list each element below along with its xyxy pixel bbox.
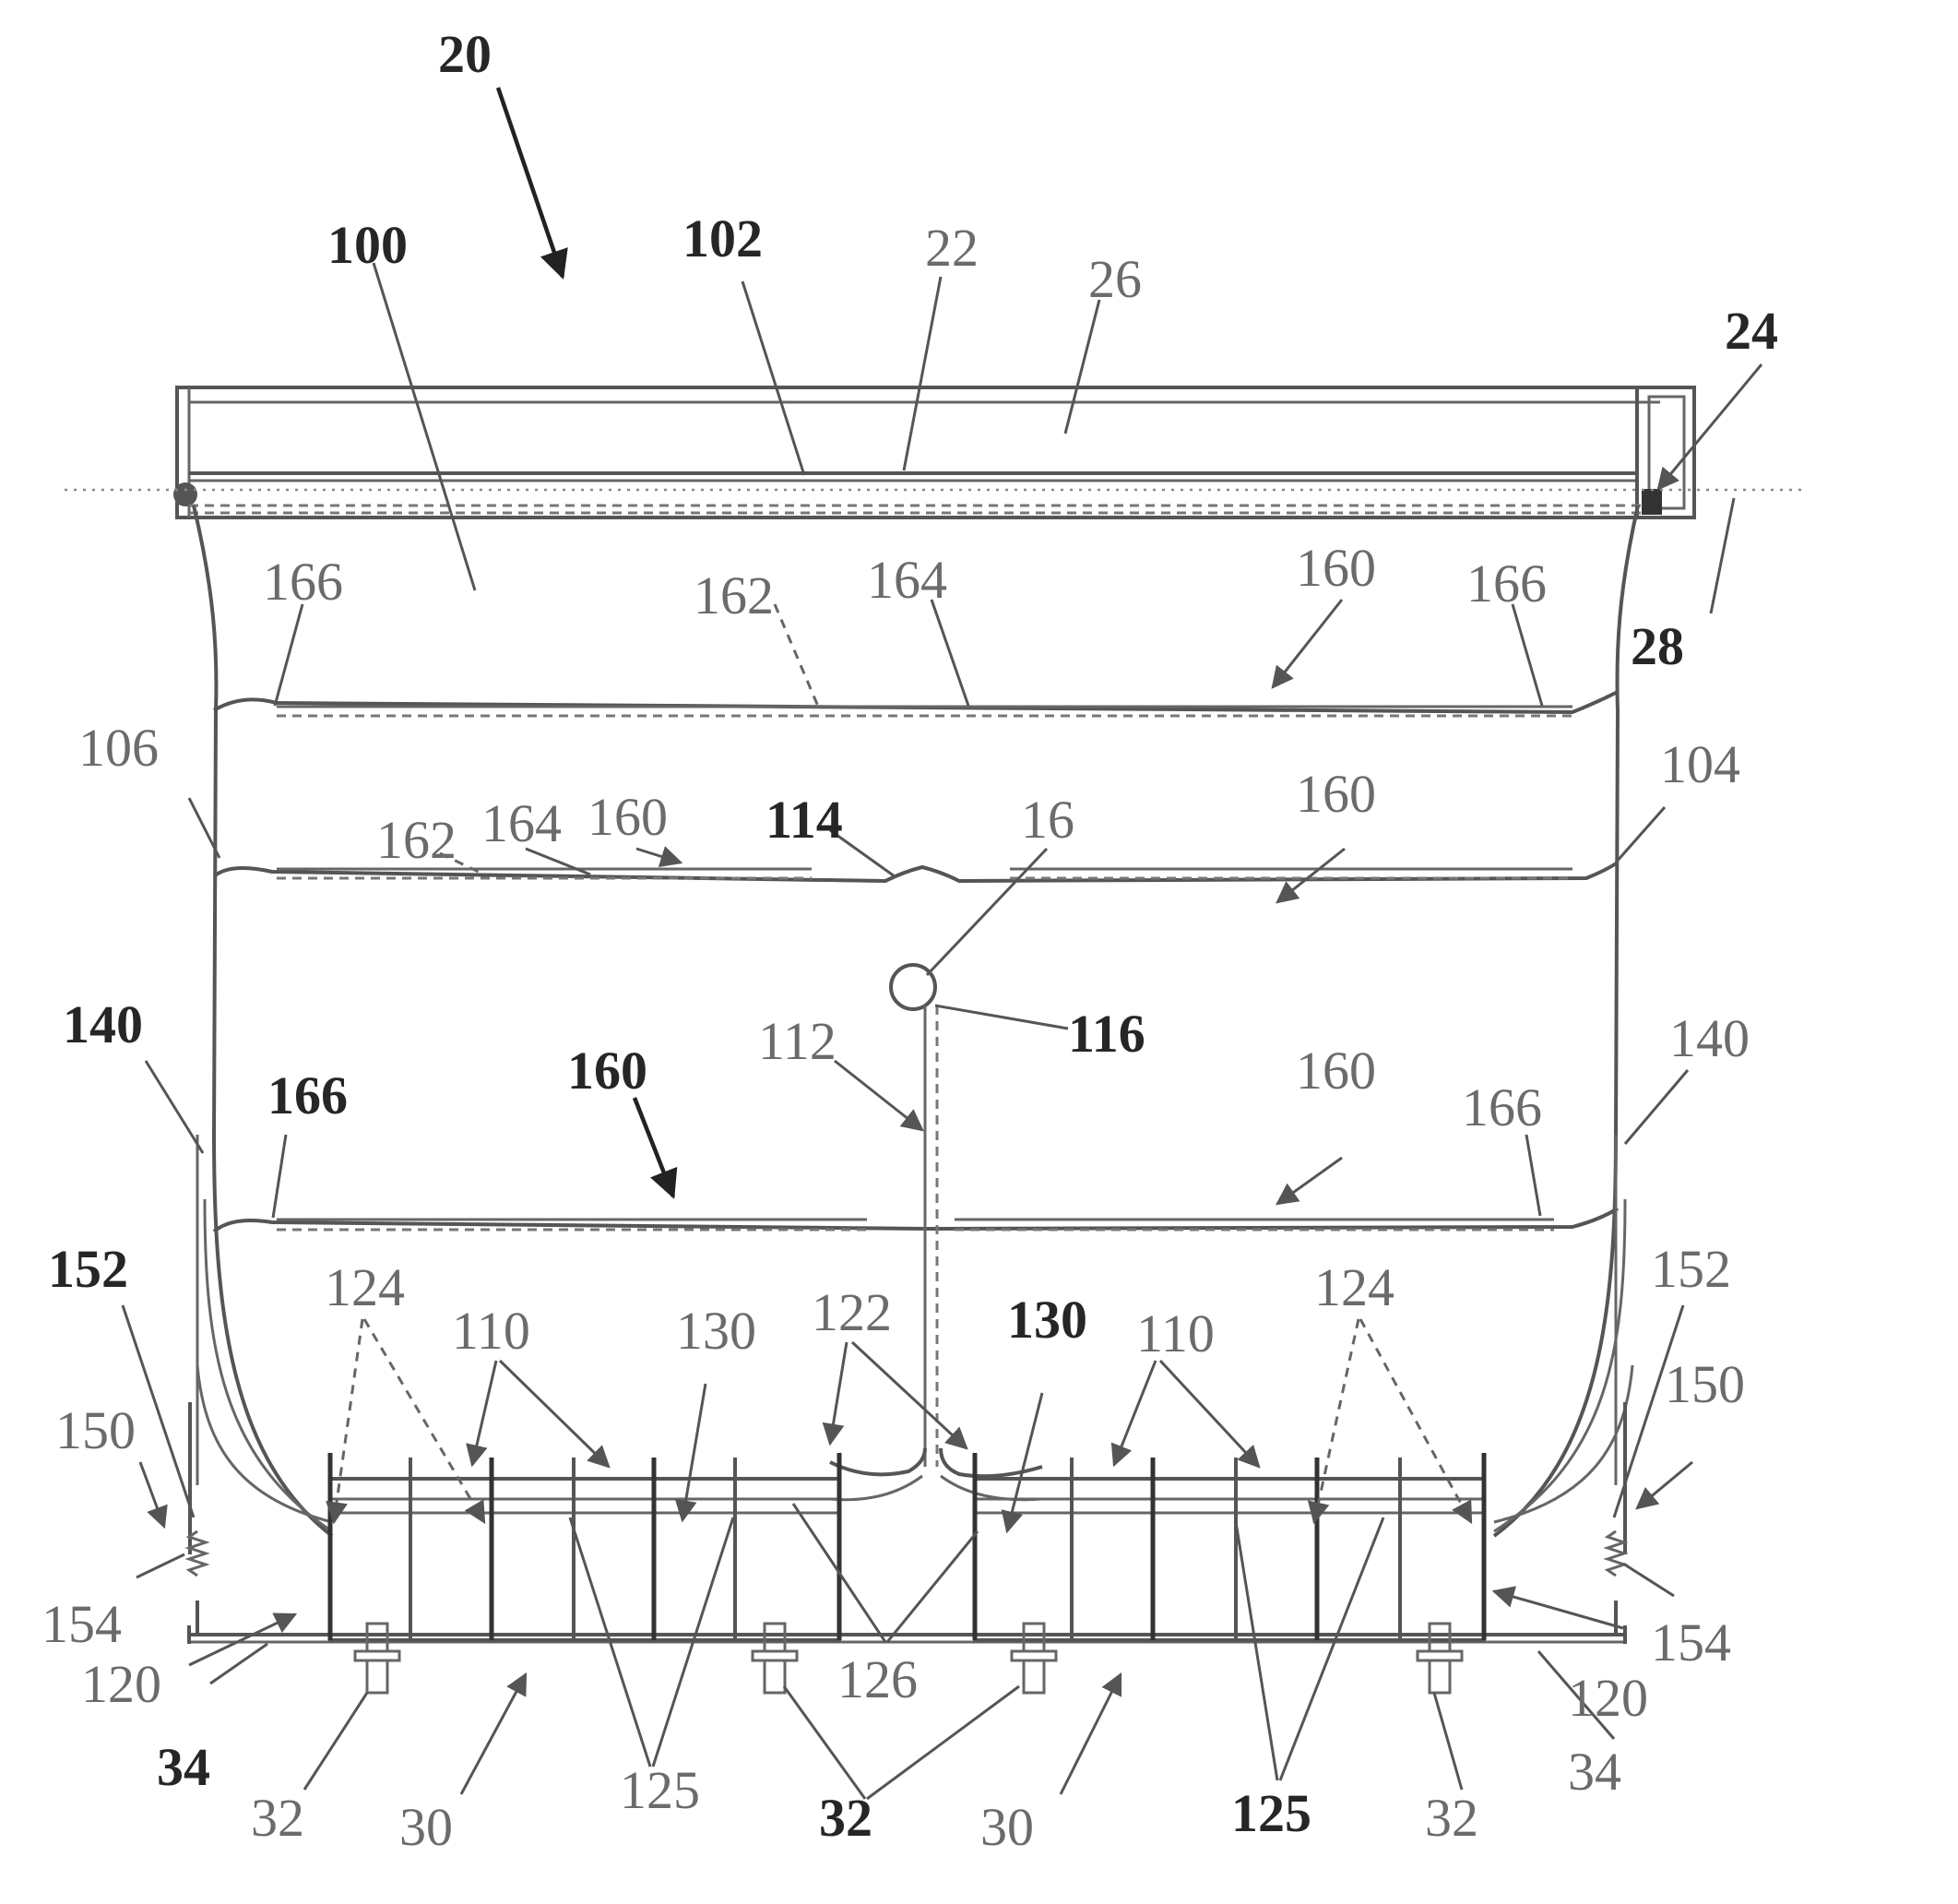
label-162-mid: 162 [376, 810, 457, 870]
label-30-left: 30 [399, 1797, 453, 1857]
label-150-left: 150 [55, 1400, 136, 1460]
label-166-low-right: 166 [1462, 1077, 1542, 1137]
label-152-left: 152 [48, 1239, 128, 1299]
label-140-left: 140 [63, 994, 143, 1054]
label-130-right: 130 [1007, 1290, 1087, 1350]
label-110-right: 110 [1136, 1303, 1215, 1363]
label-102: 102 [682, 208, 763, 268]
label-126: 126 [837, 1649, 918, 1709]
pleat-1 [214, 692, 1618, 716]
label-114: 114 [765, 790, 843, 850]
label-125-left: 125 [620, 1760, 700, 1820]
label-160-mid-left: 160 [587, 787, 668, 847]
head-rail [65, 387, 1808, 518]
label-34-left: 34 [157, 1737, 210, 1797]
label-116: 116 [1068, 1004, 1145, 1064]
label-32-3: 32 [1425, 1788, 1478, 1848]
label-154-left: 154 [42, 1594, 122, 1654]
left-tension-assembly [189, 1135, 206, 1635]
label-22: 22 [925, 218, 979, 278]
label-160-mid-right: 160 [1296, 764, 1376, 824]
label-28: 28 [1631, 616, 1684, 676]
bracket-left [330, 1453, 839, 1640]
label-16: 16 [1021, 790, 1074, 850]
label-34-right: 34 [1568, 1742, 1621, 1802]
label-125-right: 125 [1231, 1783, 1311, 1843]
label-100: 100 [327, 215, 408, 275]
label-130-left: 130 [676, 1301, 756, 1361]
label-122: 122 [812, 1282, 892, 1342]
label-106: 106 [78, 718, 159, 778]
label-110-left: 110 [452, 1301, 530, 1361]
pleat-3 [214, 1208, 1618, 1232]
label-30-right: 30 [980, 1797, 1034, 1857]
label-150-right: 150 [1665, 1354, 1745, 1414]
label-160-low-right: 160 [1296, 1041, 1376, 1101]
label-20: 20 [438, 24, 492, 84]
end-cap-right [1642, 489, 1662, 515]
label-120-left: 120 [81, 1654, 161, 1714]
end-cap-left [173, 482, 197, 506]
label-152-right: 152 [1651, 1239, 1731, 1299]
label-112: 112 [758, 1011, 837, 1071]
label-162-top: 162 [694, 565, 774, 625]
spring-right [1608, 1531, 1624, 1576]
reference-labels: 20 100 102 22 26 24 28 166 162 164 160 1… [42, 24, 1778, 1857]
label-120-right: 120 [1568, 1668, 1648, 1728]
label-160-low-left: 160 [567, 1041, 647, 1101]
label-32-1: 32 [251, 1788, 304, 1848]
label-164-mid: 164 [481, 793, 562, 853]
label-166-top-right: 166 [1466, 553, 1547, 613]
label-104: 104 [1660, 734, 1740, 794]
label-24: 24 [1725, 301, 1778, 361]
label-140-right: 140 [1669, 1008, 1750, 1068]
label-160-top: 160 [1296, 538, 1376, 598]
leader-lines [123, 88, 1762, 1799]
label-32-2: 32 [819, 1788, 872, 1848]
shade-fabric [194, 506, 1638, 1536]
label-166-top-left: 166 [263, 552, 343, 612]
label-26: 26 [1088, 249, 1142, 309]
label-124-left: 124 [325, 1257, 405, 1317]
bracket-right [975, 1453, 1484, 1640]
right-tension-assembly [1608, 1135, 1625, 1635]
label-124-right: 124 [1314, 1257, 1394, 1317]
label-164-top: 164 [867, 550, 947, 610]
label-166-low-left: 166 [267, 1065, 348, 1125]
label-154-right: 154 [1651, 1612, 1731, 1672]
